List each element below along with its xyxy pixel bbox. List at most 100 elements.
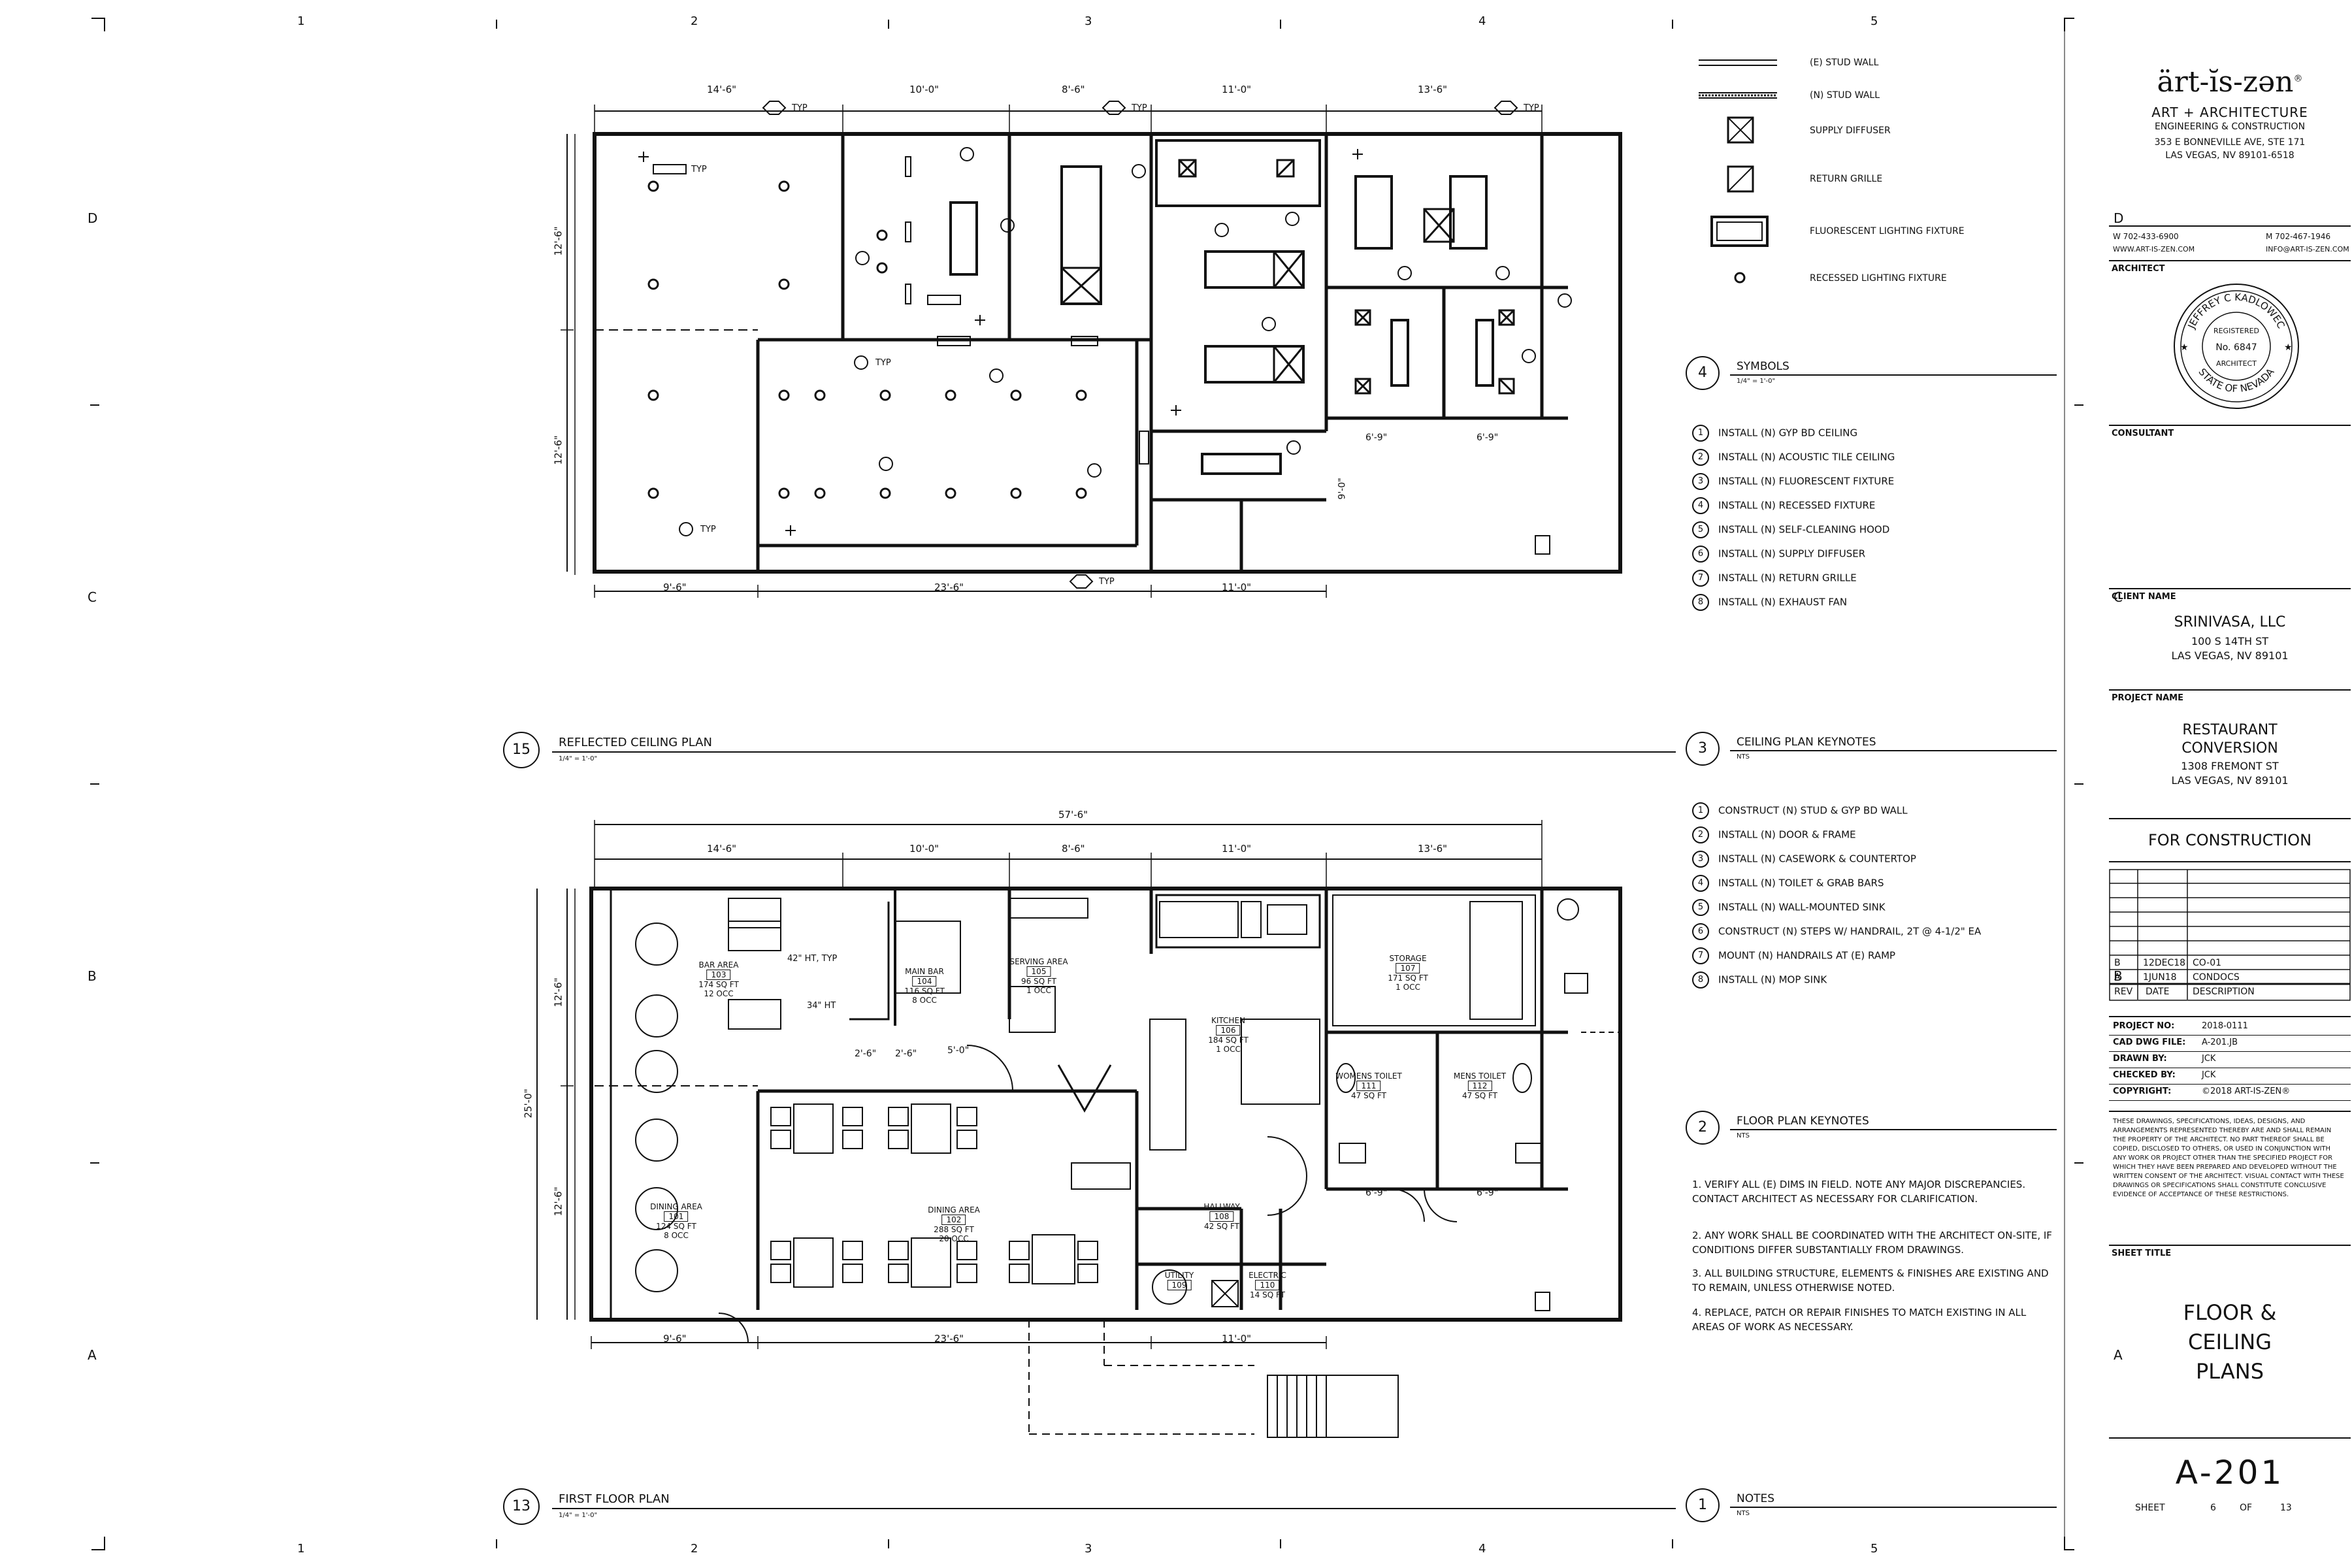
revision-table-grid xyxy=(2109,869,2351,1001)
general-note: 1. VERIFY ALL (E) DIMS IN FIELD. NOTE AN… xyxy=(1692,1179,2026,1205)
ceiling-keynote-text: CONSTRUCT (N) STUD & GYP BD WALL xyxy=(1718,804,1908,817)
symbol-note-text: INSTALL (N) RETURN GRILLE xyxy=(1718,572,1857,584)
grid-number-bottom-3: 3 xyxy=(1085,1542,1092,1556)
ceiling-typ-4: TYP xyxy=(1099,577,1115,587)
grid-number-bottom-4: 4 xyxy=(1478,1542,1486,1556)
symbol-note-text: INSTALL (N) EXHAUST FAN xyxy=(1718,596,1848,608)
seal-role-text: ARCHITECT xyxy=(2216,359,2257,368)
room-number: 111 xyxy=(1356,1081,1381,1091)
info-label: CHECKED BY: xyxy=(2113,1070,2176,1080)
ceiling-keynote-text: INSTALL (N) MOP SINK xyxy=(1718,973,1827,986)
symbol-note-item: 2 INSTALL (N) ACOUSTIC TILE CEILING xyxy=(1692,449,1895,466)
ceiling-keynote-text: INSTALL (N) CASEWORK & COUNTERTOP xyxy=(1718,853,1916,865)
general-note: 4. REPLACE, PATCH OR REPAIR FINISHES TO … xyxy=(1692,1307,2027,1333)
grid-letter-b: B xyxy=(88,968,97,984)
info-value: JCK xyxy=(2202,1070,2216,1080)
room-name: MAIN BAR xyxy=(905,967,944,976)
sheet-of-word: OF xyxy=(2240,1503,2253,1513)
ceiling-dim-top-3: 8'-6" xyxy=(1062,84,1085,95)
floor-dim-bottom-3: 11'-0" xyxy=(1222,1333,1252,1345)
room-name: STORAGE xyxy=(1389,954,1427,963)
info-divider xyxy=(2109,1051,2351,1052)
floor-dim-bottom-2: 23'-6" xyxy=(934,1333,964,1345)
room-number: 108 xyxy=(1209,1211,1234,1222)
symbols-scale: 1/4" = 1'-0" xyxy=(1737,378,1776,385)
room-occupancy: 8 OCC xyxy=(912,996,937,1005)
grid-number-bottom-5: 5 xyxy=(1870,1542,1878,1556)
ceiling-plan-title-block: 15 REFLECTED CEILING PLAN 1/4" = 1'-0" xyxy=(503,732,1679,771)
symbol-note-text: INSTALL (N) ACOUSTIC TILE CEILING xyxy=(1718,451,1895,463)
ceiling-keynotes-title: CEILING PLAN KEYNOTES xyxy=(1737,736,1876,749)
rev-header-rev: REV xyxy=(2114,987,2133,997)
registered-mark: ® xyxy=(2293,73,2303,84)
ceiling-typ-2: TYP xyxy=(1132,103,1147,113)
ceiling-keynote-text: INSTALL (N) DOOR & FRAME xyxy=(1718,828,1856,841)
sheet-title-label: SHEET TITLE xyxy=(2112,1249,2172,1258)
ceiling-plan-number-bubble: 15 xyxy=(503,732,540,768)
firm-address-1: 353 E BONNEVILLE AVE, STE 171 xyxy=(2154,137,2306,148)
floor-keynotes-number: 2 xyxy=(1698,1119,1707,1135)
consultant-label: CONSULTANT xyxy=(2112,429,2174,438)
rev-header-date: DATE xyxy=(2146,987,2170,997)
grid-letter-b-right: B xyxy=(2114,968,2123,984)
room-number: 104 xyxy=(912,976,937,987)
firm-sub: ART + ARCHITECTURE xyxy=(2151,105,2308,120)
floor-dim-misc-2: 6'-9" xyxy=(1477,1188,1499,1198)
seal-number-text: No. 6847 xyxy=(2215,342,2257,353)
legend-existing-wall-label: (E) STUD WALL xyxy=(1810,57,1879,68)
ceiling-keynotes-number-bubble: 3 xyxy=(1686,732,1720,766)
floor-dim-misc-7: 2'-6" xyxy=(895,1049,917,1059)
room-area: 14 SQ FT xyxy=(1250,1290,1285,1299)
firm-phone-m: M 702-467-1946 xyxy=(2266,232,2331,241)
floor-keynotes-title: FLOOR PLAN KEYNOTES xyxy=(1737,1115,1869,1128)
rev-header-description: DESCRIPTION xyxy=(2193,987,2255,997)
ceiling-keynotes-scale: NTS xyxy=(1737,753,1750,760)
floor-dim-top-3: 8'-6" xyxy=(1062,843,1085,855)
symbol-note-number-bubble: 2 xyxy=(1692,449,1709,466)
project-name-1: RESTAURANT xyxy=(2182,722,2278,738)
ceiling-dim-bottom-1: 9'-6" xyxy=(663,581,687,593)
architect-label: ARCHITECT xyxy=(2112,264,2165,274)
notes-number: 1 xyxy=(1698,1497,1707,1513)
room-number: 102 xyxy=(941,1215,966,1225)
firm-web: WWW.ART-IS-ZEN.COM xyxy=(2113,245,2195,253)
room-name: WOMENS TOILET xyxy=(1335,1071,1402,1081)
info-divider xyxy=(2109,1100,2351,1101)
ceiling-typ-5: TYP xyxy=(691,165,707,174)
sheet-number: A-201 xyxy=(2175,1454,2285,1492)
sheet-title-line-3: PLANS xyxy=(2196,1359,2264,1384)
ceiling-keynote-text: INSTALL (N) TOILET & GRAB BARS xyxy=(1718,877,1884,889)
notes-title: NOTES xyxy=(1737,1492,1775,1505)
info-divider xyxy=(2109,1084,2351,1085)
sheet-title-line-1: FLOOR & xyxy=(2183,1300,2277,1325)
ceiling-dim-top-1: 14'-6" xyxy=(707,84,737,95)
room-number: 110 xyxy=(1255,1280,1280,1290)
firm-logo: ärt-ĭs-zən® xyxy=(2109,65,2351,99)
ceiling-dim-bottom-3: 11'-0" xyxy=(1222,581,1252,593)
notes-scale: NTS xyxy=(1737,1510,1750,1517)
floor-dim-top-5: 13'-6" xyxy=(1418,843,1448,855)
symbols-title: SYMBOLS xyxy=(1737,360,1789,373)
ceiling-plan-scale: 1/4" = 1'-0" xyxy=(559,755,598,762)
floor-note-42ht: 42" HT, TYP xyxy=(787,954,838,964)
room-name: MENS TOILET xyxy=(1453,1071,1507,1081)
room-name: DINING AREA xyxy=(650,1202,702,1211)
floor-dim-top-1: 14'-6" xyxy=(707,843,737,855)
symbol-note-text: INSTALL (N) FLUORESCENT FIXTURE xyxy=(1718,475,1895,487)
symbol-note-number-bubble: 5 xyxy=(1692,521,1709,538)
floor-dim-top-2: 10'-0" xyxy=(909,843,939,855)
legend: (E) STUD WALL (N) STUD WALL SUPPLY DIFFU… xyxy=(1699,52,2065,287)
floor-plan-number-bubble: 13 xyxy=(503,1488,540,1525)
seal-star-right: ★ xyxy=(2284,342,2293,353)
room-number: 103 xyxy=(706,970,731,980)
floor-keynotes-section: 2 FLOOR PLAN KEYNOTES NTS xyxy=(1686,1111,2058,1150)
info-label: CAD DWG FILE: xyxy=(2113,1037,2186,1047)
